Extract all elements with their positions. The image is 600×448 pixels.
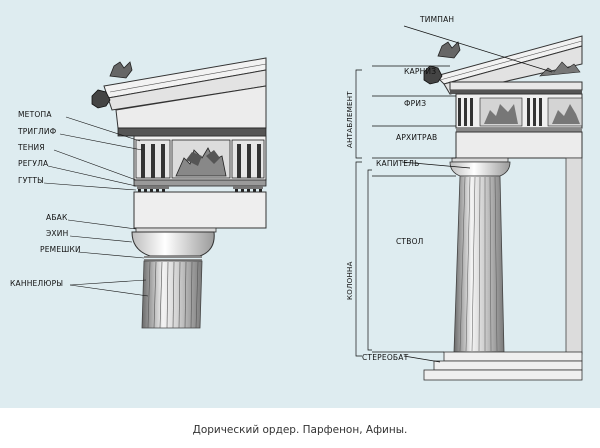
acroterion-icon xyxy=(109,61,133,79)
label-arkhitrav: АРХИТРАВ xyxy=(396,133,437,142)
triglyph-right xyxy=(231,139,265,179)
acroterion-icon xyxy=(437,41,461,59)
label-triglif: ТРИГЛИФ xyxy=(17,127,57,136)
flutes xyxy=(147,261,199,329)
label-antablement: АНТАБЛЕМЕНТ xyxy=(346,91,354,148)
label-stvol: СТВОЛ xyxy=(396,237,424,246)
frieze-metopes xyxy=(479,97,583,127)
label-timpan: ТИМПАН xyxy=(419,15,454,24)
metope-relief xyxy=(171,139,231,179)
label-remeshki: РЕМЕШКИ xyxy=(40,245,81,254)
label-kanneliury: КАННЕЛЮРЫ xyxy=(10,279,63,288)
shaft-flutes xyxy=(459,176,498,352)
brackets xyxy=(355,25,553,363)
right-elevation: ТИМПАН КАРНИЗ ФРИЗ АРХИТРАВ КАПИТЕЛЬ СТВ… xyxy=(346,15,583,381)
label-karniz: КАРНИЗ xyxy=(404,67,436,76)
label-stereobat: СТЕРЕОБАТ xyxy=(362,353,409,362)
tympanum-sculpture xyxy=(539,61,581,77)
label-kolonna: КОЛОННА xyxy=(346,261,354,300)
label-kapitel: КАПИТЕЛЬ xyxy=(376,159,419,168)
label-abak: АБАК xyxy=(46,213,68,222)
label-gutty: ГУТТЫ xyxy=(18,176,44,185)
guttae xyxy=(138,189,262,192)
label-metopa: МЕТОПА xyxy=(18,110,52,119)
frieze-triglyphs xyxy=(458,98,542,126)
doric-order-diagram: МЕТОПА ТРИГЛИФ ТЕНИЯ РЕГУЛА ГУТТЫ АБАК Э… xyxy=(10,15,583,381)
triglyph-left xyxy=(135,139,171,179)
label-regula: РЕГУЛА xyxy=(18,159,49,168)
figure-caption: Дорический ордер. Парфенон, Афины. xyxy=(192,424,408,436)
lion-head-icon xyxy=(91,89,111,109)
label-teniya: ТЕНИЯ xyxy=(17,143,45,152)
left-leader-lines xyxy=(43,116,149,297)
left-detail: МЕТОПА ТРИГЛИФ ТЕНИЯ РЕГУЛА ГУТТЫ АБАК Э… xyxy=(10,57,267,329)
label-ekhin: ЭХИН xyxy=(46,229,68,238)
label-friz: ФРИЗ xyxy=(404,99,426,108)
